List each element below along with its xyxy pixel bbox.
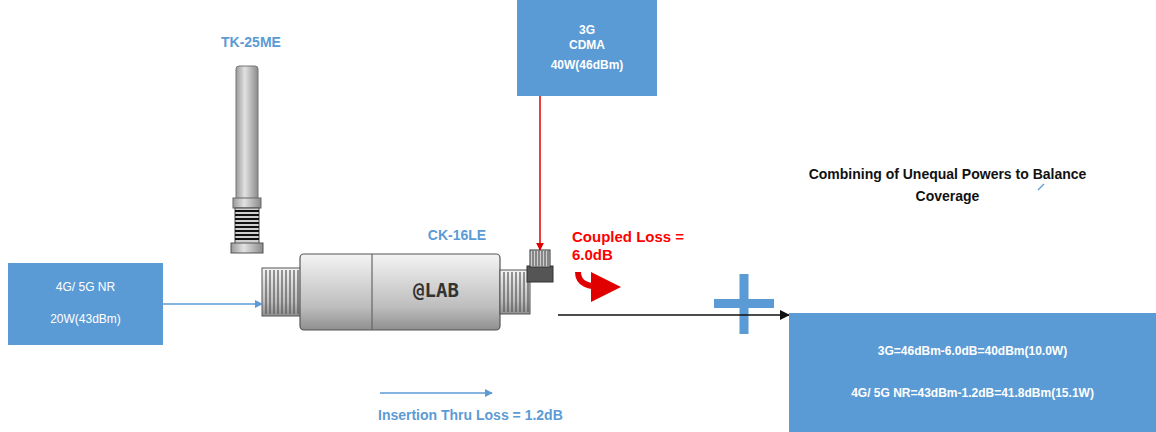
coupled-arrow — [578, 272, 606, 287]
thread-line — [507, 272, 508, 312]
thread-line — [519, 272, 520, 312]
box-text: 4G/ 5G NR — [56, 280, 115, 296]
thread-line — [235, 222, 259, 224]
thread-line — [265, 270, 266, 314]
box-text: 4G/ 5G NR=43dBm-1.2dB=41.8dBm(15.1W) — [851, 386, 1094, 402]
logo-text: @LAB — [396, 278, 476, 303]
heading-text: Combining of Unequal Powers to Balance C… — [805, 163, 1090, 207]
load-thread — [235, 208, 259, 244]
thread-line — [269, 270, 270, 314]
connector-arrow — [539, 96, 541, 250]
knurl-lines — [533, 251, 548, 266]
thread-line — [273, 270, 274, 314]
thread-line — [523, 272, 524, 312]
port-base — [527, 266, 553, 282]
thread-line — [297, 270, 298, 314]
plus-bar — [740, 274, 749, 334]
thread-line — [511, 272, 512, 312]
box-text: 20W(43dBm) — [50, 312, 121, 328]
thread-line — [277, 270, 278, 314]
box-text: 3G=46dBm-6.0dB=40dBm(10.0W) — [878, 344, 1067, 360]
plus-sign — [714, 274, 774, 334]
thread-line — [535, 251, 536, 266]
coupler-node: CK-16LE@LAB — [262, 250, 558, 332]
thread-line — [547, 251, 548, 266]
input-connector — [262, 268, 302, 316]
source-box: 3G CDMA 40W(46dBm) — [517, 0, 657, 96]
source-box: 4G/ 5G NR 20W(43dBm) — [8, 263, 163, 345]
insertion-arrow — [380, 392, 492, 394]
thread-line — [285, 270, 286, 314]
part-name: CK-16LE — [412, 226, 502, 244]
thread-line — [235, 218, 259, 220]
load-nut — [231, 243, 263, 253]
thread-line — [235, 238, 259, 240]
thread-line — [544, 251, 545, 266]
coupler-body — [300, 254, 500, 330]
thread-line — [532, 251, 533, 266]
loss-callout: Insertion Thru Loss = 1.2dB — [378, 406, 563, 424]
thread-lines — [235, 211, 259, 239]
thread-line — [235, 234, 259, 236]
thread-line — [538, 251, 539, 266]
body-seam — [371, 254, 372, 330]
thread-line — [541, 251, 542, 266]
box-text: 40W(46dBm) — [551, 58, 624, 74]
thread-line — [235, 226, 259, 228]
part-name: TK-25ME — [221, 33, 281, 51]
connector-arrow — [163, 303, 262, 305]
coupled-port — [530, 250, 550, 267]
result-box: 3G=46dBm-6.0dB=40dBm(10.0W) 4G/ 5G NR=43d… — [789, 313, 1156, 432]
output-connector — [500, 270, 530, 314]
thread-line — [235, 210, 259, 212]
coupler-device — [262, 250, 553, 330]
load-collar — [233, 198, 261, 208]
thread-lines — [504, 272, 528, 312]
thread-line — [503, 272, 504, 312]
loss-callout: Coupled Loss = 6.0dB — [572, 228, 722, 264]
thread-line — [293, 270, 294, 314]
thread-line — [235, 230, 259, 232]
load-cylinder — [236, 66, 258, 202]
box-text: 3G CDMA — [562, 23, 612, 54]
connector-arrow — [558, 314, 789, 316]
termination-load — [231, 66, 263, 253]
tick-mark — [1038, 184, 1044, 190]
thread-lines — [266, 270, 298, 314]
thread-line — [289, 270, 290, 314]
thread-line — [235, 214, 259, 216]
thread-line — [515, 272, 516, 312]
thread-line — [281, 270, 282, 314]
